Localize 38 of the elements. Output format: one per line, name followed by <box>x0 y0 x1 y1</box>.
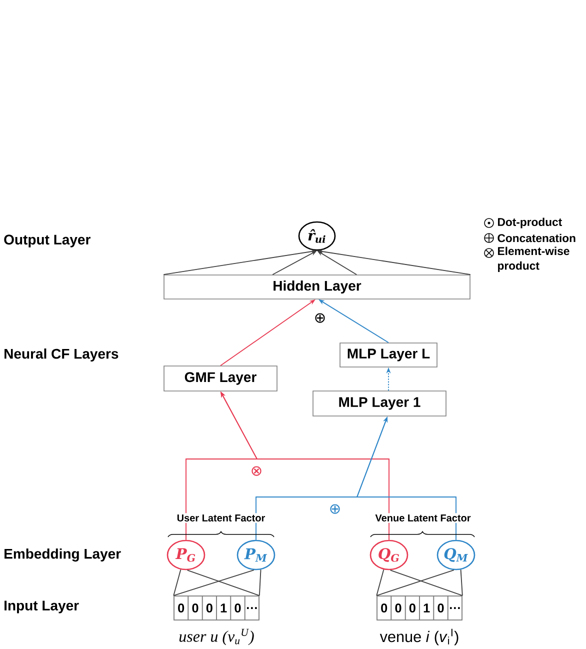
vector-cell: 0 <box>188 596 203 620</box>
line <box>186 570 260 596</box>
vector-cell: 1 <box>419 596 434 620</box>
vector-caption: venue i (v$_{i}$$^{I}$) <box>380 628 458 646</box>
operator-symbol: ⊗ <box>252 466 262 476</box>
line <box>258 569 262 596</box>
vector-cell: 1 <box>216 596 232 620</box>
layer-label: Input Layer <box>4 600 79 614</box>
legend-text: Concatenation <box>498 234 576 242</box>
group-label: Venue Latent Factor <box>374 513 472 523</box>
vector-cell: 0 <box>376 596 392 620</box>
layer-label: Neural CF Layers <box>4 348 118 362</box>
line <box>376 570 454 596</box>
vector-cell: … <box>447 596 462 620</box>
line <box>173 570 254 596</box>
vector-cell: 0 <box>230 596 246 620</box>
layer-label: Embedding Layer <box>4 548 121 562</box>
vector-cell: 0 <box>202 596 217 620</box>
group-label: User Latent Factor <box>176 513 267 523</box>
legend-text: Dot-product <box>498 218 562 228</box>
operator-symbol: ⊕ <box>315 313 325 323</box>
legend-text: Element-wise product <box>498 246 570 272</box>
line <box>173 569 182 596</box>
layer-label: Output Layer <box>4 234 90 248</box>
layer-box: MLP Layer 1 <box>312 390 446 416</box>
vector-cell: 0 <box>404 596 420 620</box>
layer-box: MLP Layer L <box>340 342 438 368</box>
line <box>460 569 463 596</box>
line <box>376 569 384 596</box>
vector-cell: 0 <box>433 596 448 620</box>
vector-cell: 0 <box>174 596 189 620</box>
layer-box: Hidden Layer <box>164 274 470 300</box>
vector-caption: user u (v$_{u}$$^{U}$) <box>179 628 254 646</box>
vector-cell: … <box>244 596 260 620</box>
line <box>390 570 463 596</box>
vector-cell: 0 <box>390 596 406 620</box>
layer-box: GMF Layer <box>164 366 278 392</box>
operator-symbol: ⊕ <box>330 504 340 514</box>
